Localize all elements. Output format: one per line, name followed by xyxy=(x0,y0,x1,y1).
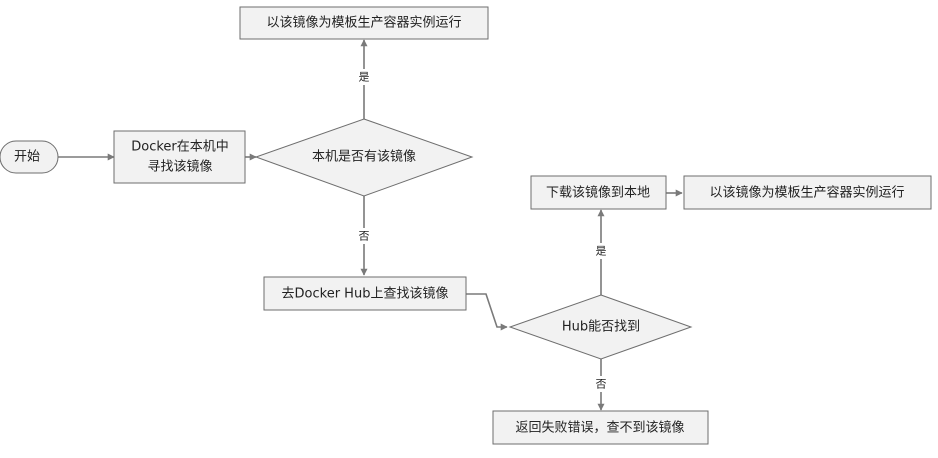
node-run-top-label: 以该镜像为模板生产容器实例运行 xyxy=(266,15,461,31)
node-hub-found-label: Hub能否找到 xyxy=(562,320,640,335)
node-download: 下载该镜像到本地 xyxy=(530,175,667,210)
node-search-hub: 去Docker Hub上查找该镜像 xyxy=(263,276,467,311)
node-start-label: 开始 xyxy=(14,150,40,165)
edge-labels: 是 否 是 否 xyxy=(356,69,609,392)
node-download-label: 下载该镜像到本地 xyxy=(546,186,650,201)
node-search-local-label-line1: Docker在本机中 xyxy=(131,140,229,155)
node-search-local: Docker在本机中 寻找该镜像 xyxy=(113,130,246,184)
node-search-local-label-line2: 寻找该镜像 xyxy=(147,160,212,175)
node-error: 返回失败错误，查不到该镜像 xyxy=(492,410,709,445)
node-run-top: 以该镜像为模板生产容器实例运行 xyxy=(239,6,489,40)
node-search-hub-label: 去Docker Hub上查找该镜像 xyxy=(282,287,449,302)
edge-label-yes-top: 是 xyxy=(359,71,370,84)
node-local-exists: 本机是否有该镜像 xyxy=(254,118,474,197)
edge-label-no-local: 否 xyxy=(359,230,370,243)
node-run-right-label: 以该镜像为模板生产容器实例运行 xyxy=(709,185,904,201)
edge-label-yes-hub: 是 xyxy=(596,245,607,258)
node-error-label: 返回失败错误，查不到该镜像 xyxy=(515,421,684,436)
edge-label-no-hub: 否 xyxy=(596,378,607,391)
node-run-right: 以该镜像为模板生产容器实例运行 xyxy=(683,175,932,210)
node-hub-found: Hub能否找到 xyxy=(508,294,693,360)
edge-search-hub-to-hub-decision xyxy=(466,293,508,331)
node-local-exists-label: 本机是否有该镜像 xyxy=(312,150,416,165)
node-start: 开始 xyxy=(0,140,59,174)
